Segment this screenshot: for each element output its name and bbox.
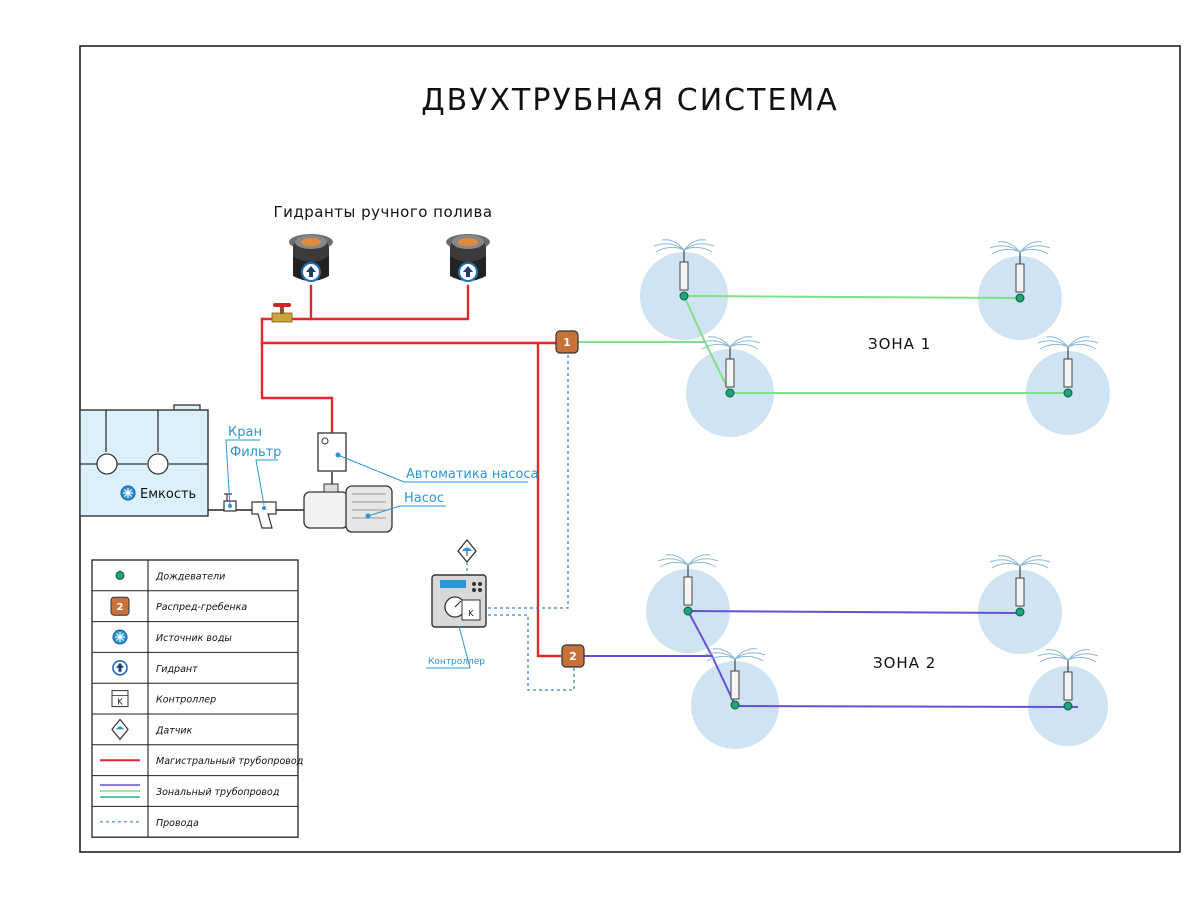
controller-key-label: K [468,609,474,618]
sprinkler-icon [989,241,1051,303]
legend-label: Зональный трубопровод [156,787,280,798]
sprinkler-icon [657,554,719,616]
legend-label: Распред-гребенка [156,602,247,613]
hydrants-label: Гидранты ручного полива [273,203,492,221]
legend-label: Контроллер [156,695,216,706]
legend-water-source-icon [112,629,128,645]
water-source-icon [120,485,136,501]
svg-text:K: K [117,698,123,707]
hydrant-valve-icon [271,303,293,323]
controller: K [431,574,487,628]
legend-manifold-icon: 2 [110,596,130,616]
legend-controller-icon: K [111,690,129,708]
controller-callout: Контроллер [428,657,485,667]
sprinkler-icon [653,239,715,301]
sprinkler-icon [1037,336,1099,398]
legend-label: Источник воды [156,633,232,644]
legend-label: Провода [156,818,199,829]
filter-callout: Фильтр [230,445,281,460]
sprinkler-icon [699,336,761,398]
hydrant-1 [289,234,333,282]
sprinkler-icon [704,648,766,710]
controller-callout-leader [426,625,471,669]
legend-hydrant-icon [112,659,128,676]
zone-2-label: ЗОНА 2 [873,654,936,672]
main-pipeline [260,284,562,658]
pump [303,483,393,533]
svg-text:2: 2 [117,602,124,613]
legend-sprinkler-icon [115,570,125,580]
legend-label: Датчик [155,725,193,736]
zone2-pipes [584,610,1079,708]
hydrant-2 [446,234,490,282]
manifold-1: 1 [555,330,579,354]
legend-label: Дождеватели [155,571,225,582]
sprinklers [653,239,1099,711]
water-tank [79,404,209,517]
tap-callout: Кран [228,425,262,440]
sprinkler-icon [1037,649,1099,711]
callout-leaders [225,439,528,517]
pump-automation-box [317,432,347,472]
manifold-2: 2 [561,644,585,668]
zone-1-label: ЗОНА 1 [868,335,931,353]
legend-label: Гидрант [156,664,198,675]
diagram-title: ДВУХТРУБНАЯ СИСТЕМА [421,83,839,118]
legend-sensor-icon [111,718,129,741]
svg-text:1: 1 [563,336,571,349]
pump-callout: Насос [404,491,444,506]
legend-zone-pipe-lines [100,784,140,798]
filter-icon [251,501,277,529]
svg-text:2: 2 [569,650,577,663]
legend-label: Магистральный трубопровод [156,756,304,767]
control-wires [488,355,575,691]
pump-automation-callout: Автоматика насоса [406,467,539,482]
sprinkler-icon [989,555,1051,617]
tank-label: Емкость [140,487,196,502]
